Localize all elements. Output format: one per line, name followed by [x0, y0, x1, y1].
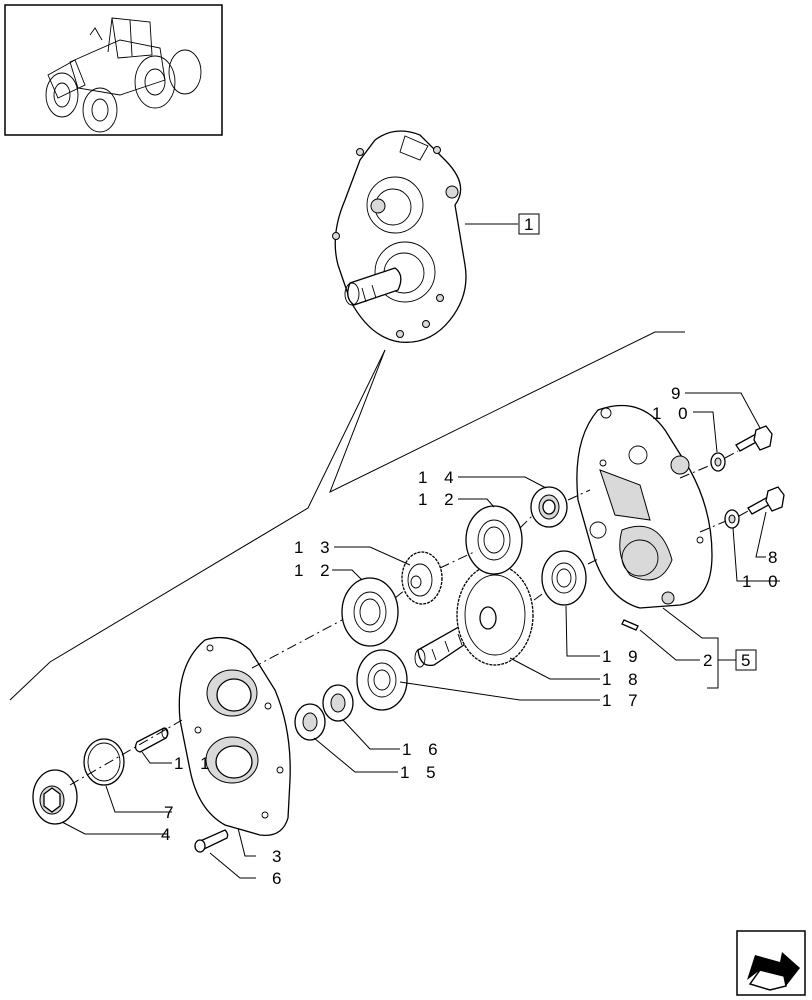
callout-8: 8 — [768, 548, 783, 567]
callout-19: 1 9 — [602, 647, 644, 666]
callout-14: 1 4 — [418, 468, 460, 487]
washer-10-upper — [710, 452, 726, 472]
locating-pin — [621, 619, 639, 631]
callout-12-lower: 1 2 — [294, 561, 336, 580]
callout-3: 3 — [272, 847, 287, 866]
callout-6: 6 — [272, 869, 287, 888]
callout-9: 9 — [671, 384, 686, 403]
bearing-17 — [356, 649, 408, 711]
callout-1: 1 — [524, 215, 539, 234]
bearing-12-upper — [465, 505, 523, 575]
bolt-8 — [747, 486, 785, 515]
callout-box-5 — [735, 649, 757, 671]
o-ring — [83, 738, 125, 786]
callout-10-lower: 1 0 — [742, 572, 784, 591]
callout-7: 7 — [164, 803, 179, 822]
callout-5: 5 — [741, 651, 756, 670]
drive-flange — [32, 769, 78, 825]
callout-11: 1 1 — [174, 754, 216, 773]
assembled-gearbox-housing — [332, 130, 467, 343]
bearing-19 — [541, 550, 587, 606]
shim-16 — [322, 684, 354, 722]
washer-10-lower — [724, 509, 740, 529]
callout-box-1 — [518, 213, 540, 235]
bearing-12-lower — [341, 577, 399, 647]
shim-15 — [294, 703, 326, 741]
callout-17: 1 7 — [602, 691, 644, 710]
callout-10-upper: 1 0 — [652, 404, 694, 423]
tractor-thumbnail-icon — [4, 4, 223, 136]
housing-screw — [194, 829, 229, 853]
dowel-pin — [134, 727, 169, 753]
seal-14 — [530, 486, 568, 528]
callout-15: 1 5 — [400, 763, 442, 782]
next-page-arrow-icon[interactable] — [736, 930, 806, 996]
front-housing-plate — [178, 636, 291, 837]
callout-16: 1 6 — [402, 740, 444, 759]
rear-housing-cover — [576, 404, 713, 609]
bolt-9 — [735, 425, 773, 452]
output-shaft-gear — [414, 564, 534, 668]
callout-18: 1 8 — [602, 670, 644, 689]
drive-pinion-gear — [401, 551, 443, 605]
callout-2: 2 — [703, 651, 718, 670]
callout-13: 1 3 — [294, 538, 336, 557]
callout-12-upper: 1 2 — [418, 490, 460, 509]
callout-4: 4 — [161, 825, 176, 844]
